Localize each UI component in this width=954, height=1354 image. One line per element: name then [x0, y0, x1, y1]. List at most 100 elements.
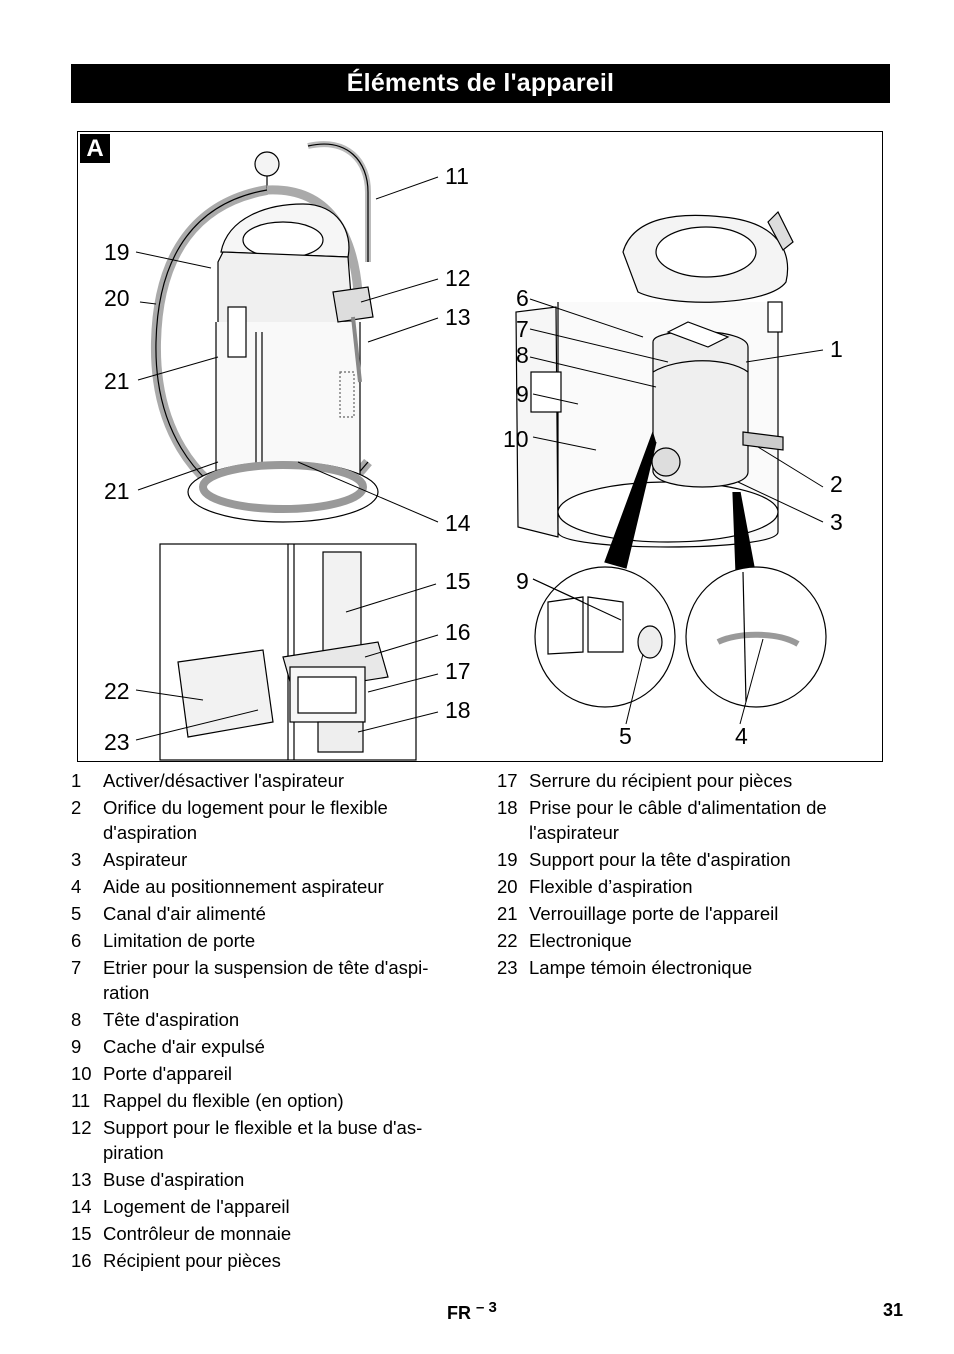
legend-item: 20 Flexible d’aspiration	[497, 874, 887, 899]
legend-num: 16	[71, 1250, 92, 1271]
legend-item: 8 Tête d'aspiration	[71, 1007, 471, 1032]
legend-item: 6 Limitation de porte	[71, 928, 471, 953]
legend-num: 18	[497, 797, 518, 818]
legend-text: Verrouillage porte de l'appareil	[529, 903, 779, 924]
legend-text: Porte d'appareil	[103, 1063, 233, 1084]
legend-text: Electronique	[529, 930, 632, 951]
legend-text: Lampe témoin électronique	[529, 957, 753, 978]
callout-4: 4	[735, 723, 748, 749]
callout-13: 13	[445, 304, 471, 330]
callout-20: 20	[104, 285, 130, 311]
callout-9b: 9	[516, 568, 529, 594]
legend-num: 14	[71, 1196, 92, 1217]
callout-23: 23	[104, 729, 130, 755]
legend-text: Prise pour le câble d'alimentation de l'…	[529, 797, 827, 843]
legend-num: 11	[71, 1090, 91, 1111]
legend-item: 5 Canal d'air alimenté	[71, 901, 471, 926]
legend-num: 7	[71, 957, 82, 978]
legend-num: 15	[71, 1223, 92, 1244]
legend-text: Orifice du logement pour le flexible d'a…	[103, 797, 388, 843]
legend-item: 22 Electronique	[497, 928, 887, 953]
callout-15: 15	[445, 568, 471, 594]
legend-item: 15 Contrôleur de monnaie	[71, 1221, 471, 1246]
legend-text: Rappel du flexible (en option)	[103, 1090, 344, 1111]
callout-8: 8	[516, 342, 529, 368]
legend-num: 22	[497, 930, 518, 951]
legend-text: Aspirateur	[103, 849, 188, 870]
legend-text: Tête d'aspiration	[103, 1009, 240, 1030]
legend-num: 4	[71, 876, 82, 897]
callout-21a: 21	[104, 368, 130, 394]
footer-lang-code: FR	[447, 1303, 471, 1323]
callout-11: 11	[445, 163, 469, 189]
legend-num: 5	[71, 903, 82, 924]
legend-num: 12	[71, 1117, 92, 1138]
callout-14: 14	[445, 510, 471, 536]
figure-drawing	[135, 141, 827, 761]
legend-text: Support pour la tête d'aspiration	[529, 849, 791, 870]
callout-5: 5	[619, 723, 632, 749]
callout-19: 19	[104, 239, 130, 265]
callout-21b: 21	[104, 478, 130, 504]
legend-num: 1	[71, 770, 82, 791]
legend-item: 11 Rappel du flexible (en option)	[71, 1088, 471, 1113]
legend-text: Aide au positionnement aspirateur	[103, 876, 384, 897]
legend-right: 17 Serrure du récipient pour pièces 18 Pri…	[497, 768, 887, 982]
legend-text: Activer/désactiver l'aspirateur	[103, 770, 345, 791]
legend-text: Canal d'air alimenté	[103, 903, 266, 924]
legend-item: 14 Logement de l'appareil	[71, 1194, 471, 1219]
legend-num: 8	[71, 1009, 82, 1030]
callout-7: 7	[516, 316, 529, 342]
footer-lang-sub: – 3	[476, 1299, 497, 1316]
section-header: Éléments de l'appareil	[71, 64, 890, 103]
legend-num: 13	[71, 1169, 92, 1190]
legend-text: Etrier pour la suspension de tête d'aspi…	[103, 957, 429, 1003]
legend-item: 21 Verrouillage porte de l'appareil	[497, 901, 887, 926]
legend-item: 7 Etrier pour la suspension de tête d'asp…	[71, 955, 471, 1005]
legend-num: 9	[71, 1036, 82, 1057]
legend-item: 4 Aide au positionnement aspirateur	[71, 874, 471, 899]
legend-text: Support pour le flexible et la buse d'as…	[103, 1117, 423, 1163]
callout-16: 16	[445, 619, 471, 645]
legend-item: 16 Récipient pour pièces	[71, 1248, 471, 1273]
legend-left: 1 Activer/désactiver l'aspirateur 2 Orific…	[71, 768, 471, 1275]
figure-a: A 11 19 12 20 13 21 21 14 6 7 8 1 9 10 2…	[77, 131, 883, 762]
legend-text: Limitation de porte	[103, 930, 256, 951]
legend-item: 9 Cache d'air expulsé	[71, 1034, 471, 1059]
callout-18: 18	[445, 697, 471, 723]
legend-item: 3 Aspirateur	[71, 847, 471, 872]
callout-17: 17	[445, 658, 471, 684]
callout-22: 22	[104, 678, 130, 704]
figure-badge: A	[80, 134, 110, 163]
callout-1: 1	[830, 336, 843, 362]
callout-9a: 9	[516, 381, 529, 407]
legend-num: 20	[497, 876, 518, 897]
callout-6: 6	[516, 285, 529, 311]
legend-item: 2 Orifice du logement pour le flexible d'…	[71, 795, 471, 845]
legend-item: 12 Support pour le flexible et la buse d'…	[71, 1115, 471, 1165]
legend-num: 21	[497, 903, 518, 924]
footer-language: FR – 3	[447, 1299, 497, 1324]
legend-text: Serrure du récipient pour pièces	[529, 770, 793, 791]
legend-num: 6	[71, 930, 82, 951]
legend-text: Flexible d’aspiration	[529, 876, 693, 897]
legend-text: Contrôleur de monnaie	[103, 1223, 292, 1244]
legend-num: 10	[71, 1063, 92, 1084]
legend-text: Récipient pour pièces	[103, 1250, 281, 1271]
section-title: Éléments de l'appareil	[346, 69, 615, 97]
legend-num: 23	[497, 957, 518, 978]
page-number: 31	[883, 1300, 904, 1320]
legend-num: 17	[497, 770, 518, 791]
legend-item: 23 Lampe témoin électronique	[497, 955, 887, 980]
callout-3: 3	[830, 509, 843, 535]
legend-item: 17 Serrure du récipient pour pièces	[497, 768, 887, 793]
legend-num: 3	[71, 849, 82, 870]
legend-num: 2	[71, 797, 82, 818]
callout-2: 2	[830, 471, 843, 497]
legend-text: Cache d'air expulsé	[103, 1036, 265, 1057]
legend-item: 18 Prise pour le câble d'alimentation de …	[497, 795, 887, 845]
legend-item: 1 Activer/désactiver l'aspirateur	[71, 768, 471, 793]
legend-text: Logement de l'appareil	[103, 1196, 290, 1217]
callout-10: 10	[503, 426, 529, 452]
